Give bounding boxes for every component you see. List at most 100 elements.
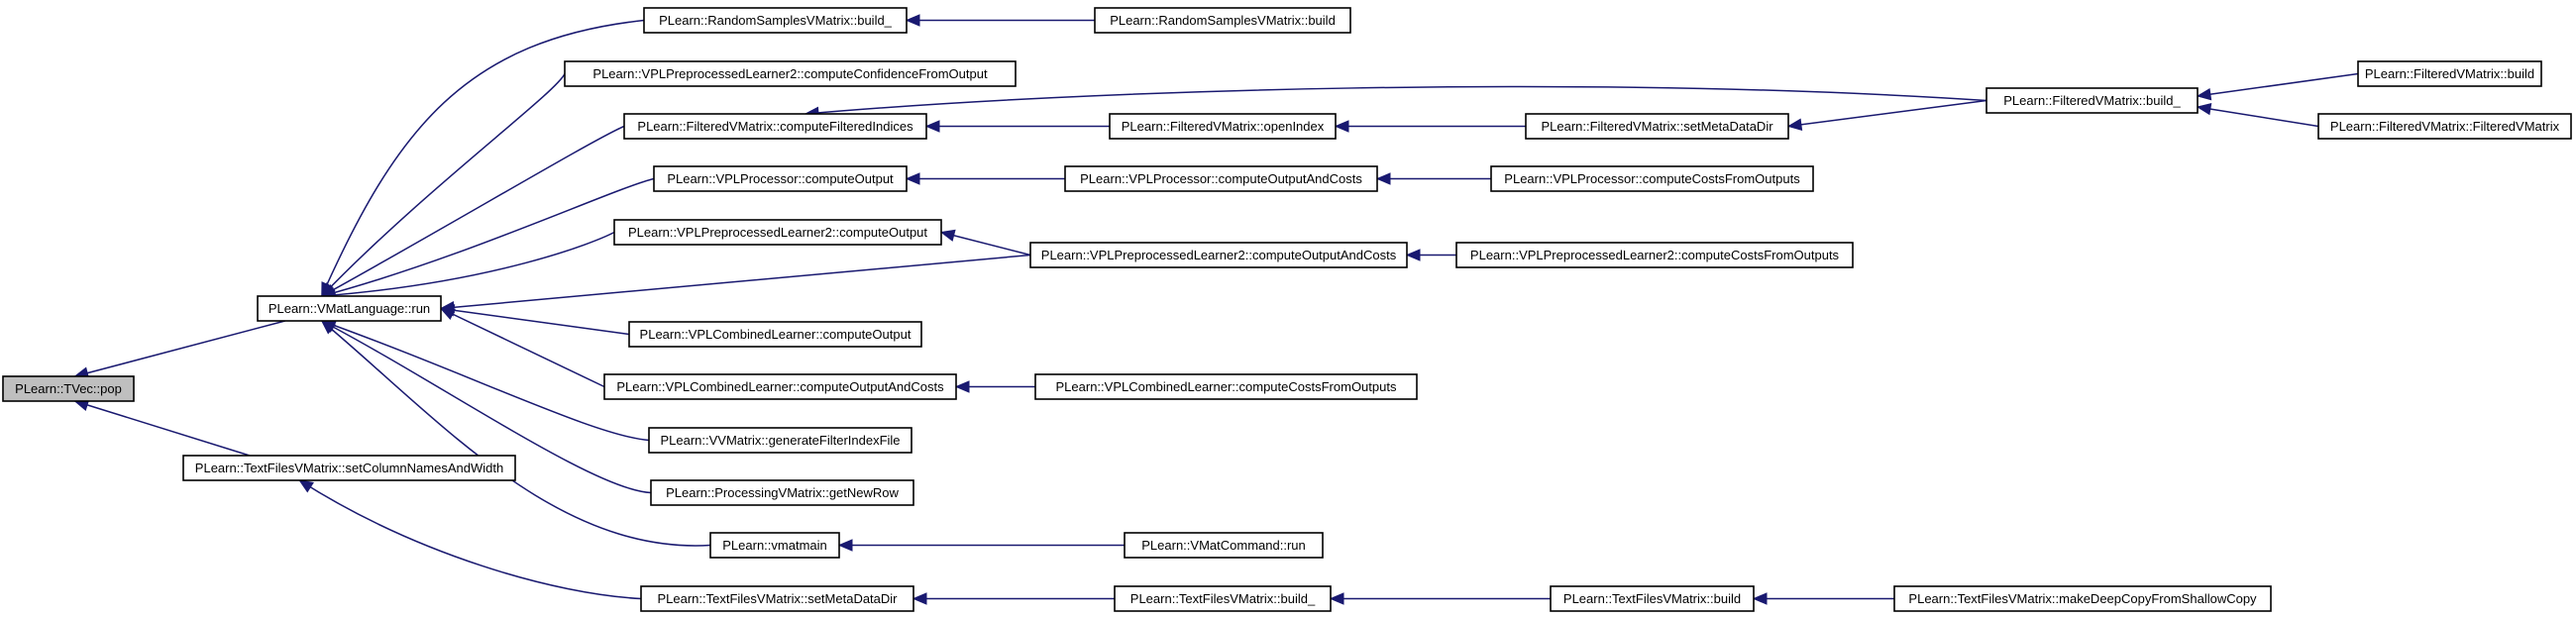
node-box: [1029, 242, 1408, 268]
node-label: PLearn::VPLCombinedLearner::computeOutpu…: [616, 379, 944, 394]
arrow-head-icon: [2196, 87, 2212, 101]
caller-function-node[interactable]: PLearn::VPLProcessor::computeCostsFromOu…: [1490, 165, 1814, 192]
caller-function-node[interactable]: PLearn::VMatCommand::run: [1124, 532, 1324, 559]
arrow-head-icon: [298, 479, 314, 493]
caller-function-node[interactable]: PLearn::FilteredVMatrix::computeFiltered…: [623, 113, 927, 140]
node-label: PLearn::TextFilesVMatrix::setColumnNames…: [195, 461, 503, 475]
caller-function-node[interactable]: PLearn::vmatmain: [709, 532, 840, 559]
call-edge: [905, 14, 1095, 27]
node-box: [653, 165, 908, 192]
node-box: [1034, 373, 1418, 400]
caller-function-node[interactable]: PLearn::VPLPreprocessedLearner2::compute…: [613, 219, 942, 246]
node-box: [709, 532, 840, 559]
call-edge: [320, 319, 650, 442]
caller-function-node[interactable]: PLearn::TextFilesVMatrix::build: [1550, 585, 1755, 612]
caller-function-node[interactable]: PLearn::RandomSamplesVMatrix::build: [1094, 7, 1351, 34]
node-label: PLearn::VMatCommand::run: [1141, 538, 1305, 553]
node-box: [1525, 113, 1789, 140]
call-edge: [912, 592, 1115, 605]
node-label: PLearn::RandomSamplesVMatrix::build_: [659, 13, 893, 28]
caller-function-node[interactable]: PLearn::VPLPreprocessedLearner2::compute…: [1029, 242, 1408, 268]
node-box: [1986, 87, 2199, 114]
caller-function-node[interactable]: PLearn::VPLPreprocessedLearner2::compute…: [1455, 242, 1854, 268]
caller-function-node[interactable]: PLearn::TextFilesVMatrix::build_: [1114, 585, 1332, 612]
node-label: PLearn::FilteredVMatrix::FilteredVMatrix: [2330, 119, 2560, 134]
node-label: PLearn::VPLProcessor::computeOutputAndCo…: [1080, 171, 1362, 186]
call-edge: [439, 304, 630, 336]
arrow-head-icon: [837, 539, 853, 552]
call-edge: [1786, 99, 1987, 131]
call-edge: [905, 172, 1065, 185]
node-label: PLearn::TextFilesVMatrix::build_: [1130, 591, 1316, 606]
call-edge: [939, 229, 1031, 257]
node-box: [1124, 532, 1324, 559]
caller-function-node[interactable]: PLearn::FilteredVMatrix::setMetaDataDir: [1525, 113, 1789, 140]
call-edge: [954, 380, 1035, 393]
call-edge: [1375, 172, 1491, 185]
call-edge: [924, 120, 1110, 133]
call-edge: [439, 254, 1031, 314]
arrow-head-icon: [1375, 172, 1391, 185]
caller-function-node[interactable]: PLearn::VPLPreprocessedLearner2::compute…: [564, 60, 1017, 87]
call-edge: [804, 85, 1987, 120]
arrow-head-icon: [1329, 592, 1344, 605]
arrow-head-icon: [1752, 592, 1768, 605]
node-label: PLearn::VPLCombinedLearner::computeOutpu…: [640, 327, 912, 342]
root-function-node[interactable]: PLearn::TVec::pop: [2, 375, 135, 402]
node-label: PLearn::VPLPreprocessedLearner2::compute…: [1470, 248, 1840, 262]
caller-function-node[interactable]: PLearn::VPLProcessor::computeOutput: [653, 165, 908, 192]
node-box: [564, 60, 1017, 87]
node-box: [1114, 585, 1332, 612]
call-edge: [320, 125, 625, 297]
arrow-head-icon: [924, 120, 940, 133]
node-label: PLearn::FilteredVMatrix::build_: [2003, 93, 2181, 108]
arrow-head-icon: [905, 172, 920, 185]
caller-function-node[interactable]: PLearn::FilteredVMatrix::build: [2357, 60, 2542, 87]
node-label: PLearn::TextFilesVMatrix::build: [1563, 591, 1741, 606]
node-label: PLearn::ProcessingVMatrix::getNewRow: [666, 485, 899, 500]
caller-function-node[interactable]: PLearn::VPLCombinedLearner::computeOutpu…: [603, 373, 957, 400]
node-box: [648, 427, 912, 454]
node-box: [1490, 165, 1814, 192]
call-nodes: PLearn::TVec::pop PLearn::VMatLanguage::r…: [2, 7, 2572, 612]
node-box: [1893, 585, 2272, 612]
arrow-head-icon: [1786, 118, 1803, 131]
caller-function-node[interactable]: PLearn::TextFilesVMatrix::setColumnNames…: [182, 455, 516, 481]
node-label: PLearn::RandomSamplesVMatrix::build: [1110, 13, 1336, 28]
caller-function-node[interactable]: PLearn::VMatLanguage::run: [257, 295, 442, 322]
node-box: [640, 585, 914, 612]
call-edge: [439, 307, 605, 388]
caller-function-node[interactable]: PLearn::FilteredVMatrix::FilteredVMatrix: [2317, 113, 2572, 140]
node-box: [623, 113, 927, 140]
node-box: [2317, 113, 2572, 140]
caller-function-node[interactable]: PLearn::ProcessingVMatrix::getNewRow: [650, 479, 914, 506]
caller-function-node[interactable]: PLearn::TextFilesVMatrix::setMetaDataDir: [640, 585, 914, 612]
node-box: [603, 373, 957, 400]
caller-function-node[interactable]: PLearn::VVMatrix::generateFilterIndexFil…: [648, 427, 912, 454]
caller-function-node[interactable]: PLearn::RandomSamplesVMatrix::build_: [643, 7, 908, 34]
node-box: [257, 295, 442, 322]
node-box: [2, 375, 135, 402]
caller-function-node[interactable]: PLearn::FilteredVMatrix::build_: [1986, 87, 2199, 114]
node-label: PLearn::FilteredVMatrix::build: [2365, 66, 2534, 81]
node-box: [1455, 242, 1854, 268]
caller-function-node[interactable]: PLearn::VPLProcessor::computeOutputAndCo…: [1064, 165, 1378, 192]
arrow-head-icon: [1405, 249, 1421, 261]
node-label: PLearn::FilteredVMatrix::computeFiltered…: [637, 119, 913, 134]
caller-function-node[interactable]: PLearn::TextFilesVMatrix::makeDeepCopyFr…: [1893, 585, 2272, 612]
caller-function-node[interactable]: PLearn::VPLCombinedLearner::computeOutpu…: [628, 321, 922, 348]
node-box: [2357, 60, 2542, 87]
call-edge: [298, 479, 642, 600]
node-label: PLearn::VPLCombinedLearner::computeCosts…: [1056, 379, 1397, 394]
call-edge: [2196, 72, 2359, 101]
node-label: PLearn::TextFilesVMatrix::setMetaDataDir: [657, 591, 898, 606]
call-edge: [1405, 249, 1456, 261]
node-label: PLearn::TVec::pop: [15, 381, 122, 396]
node-box: [643, 7, 908, 34]
node-label: PLearn::VPLPreprocessedLearner2::compute…: [592, 66, 988, 81]
arrow-head-icon: [905, 14, 920, 27]
call-edge: [73, 399, 251, 457]
caller-function-node[interactable]: PLearn::VPLCombinedLearner::computeCosts…: [1034, 373, 1418, 400]
node-box: [1064, 165, 1378, 192]
caller-function-node[interactable]: PLearn::FilteredVMatrix::openIndex: [1109, 113, 1337, 140]
